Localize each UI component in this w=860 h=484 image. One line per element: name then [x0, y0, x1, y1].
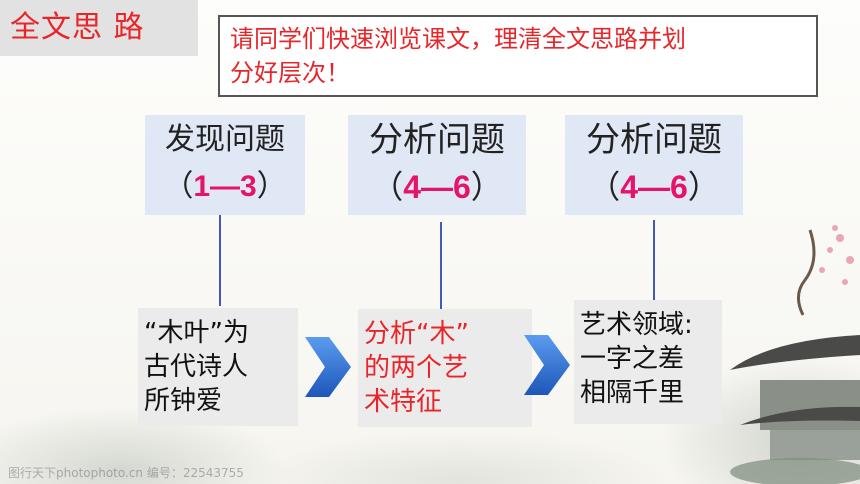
- connector-line-1: [219, 215, 221, 306]
- instruction-line-1: 请同学们快速浏览课文，理清全文思路并划: [230, 25, 686, 53]
- stage-box-1: 发现问题 （1—3）: [145, 115, 305, 215]
- detail-line: “木叶”为: [144, 318, 249, 348]
- paren-open: （: [371, 168, 404, 206]
- detail-line: 艺术领域:: [580, 310, 693, 340]
- range-number: 4—6: [620, 169, 688, 205]
- paren-open: （: [163, 169, 194, 204]
- detail-line: 古代诗人: [144, 352, 249, 382]
- detail-line: 相隔千里: [580, 378, 685, 408]
- chevron-right-icon: [524, 335, 570, 395]
- pagoda-illustration: [730, 225, 860, 484]
- stage-box-3: 分析问题 （4—6）: [565, 115, 743, 215]
- stage-title: 分析问题: [586, 120, 722, 160]
- chevron-right-icon: [305, 337, 351, 397]
- paren-close: ）: [470, 168, 503, 206]
- stage-box-2: 分析问题 （4—6）: [348, 115, 526, 215]
- detail-box-2: 分析“木” 的两个艺 术特征: [358, 309, 532, 427]
- stage-title: 分析问题: [369, 120, 505, 160]
- connector-line-2: [440, 222, 442, 310]
- detail-line: 一字之差: [580, 344, 685, 374]
- watermark-text: 图行天下photophoto.cn 编号：22543755: [8, 466, 244, 480]
- detail-box-3: 艺术领域: 一字之差 相隔千里: [574, 300, 722, 424]
- range-number: 1—3: [193, 170, 257, 203]
- range-number: 4—6: [403, 169, 471, 205]
- detail-line: 术特征: [364, 387, 443, 417]
- stage-title: 发现问题: [165, 122, 285, 157]
- paren-close: ）: [256, 169, 287, 204]
- stage-range: （4—6）: [565, 165, 743, 209]
- detail-line: 分析“木”: [364, 319, 469, 349]
- paren-open: （: [588, 168, 621, 206]
- connector-line-3: [653, 220, 655, 304]
- detail-line: 的两个艺: [364, 353, 469, 383]
- instruction-box: 请同学们快速浏览课文，理清全文思路并划 分好层次！: [218, 15, 818, 97]
- paren-close: ）: [687, 168, 720, 206]
- stage-range: （1—3）: [145, 165, 305, 209]
- detail-line: 所钟爱: [144, 386, 223, 416]
- page-title: 全文思 路: [0, 0, 198, 56]
- instruction-line-2: 分好层次！: [230, 59, 350, 87]
- detail-box-1: “木叶”为 古代诗人 所钟爱: [138, 308, 298, 426]
- stage-range: （4—6）: [348, 165, 526, 209]
